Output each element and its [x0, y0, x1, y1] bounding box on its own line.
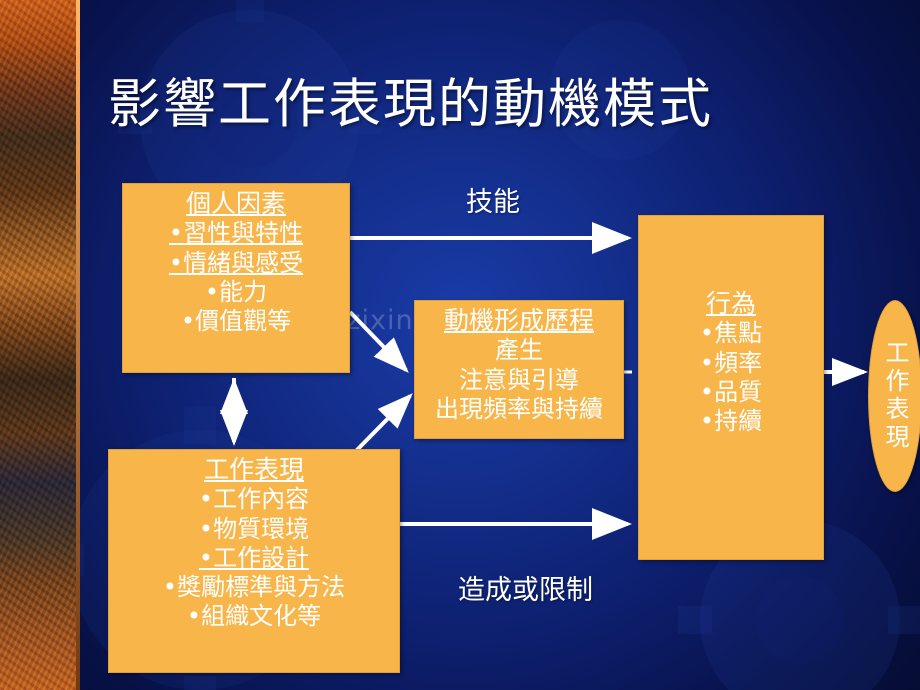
box-job-line-4: •獎勵標準與方法	[162, 573, 346, 602]
arrow-label-cause: 造成或限制	[458, 575, 593, 606]
box-process-header: 動機形成歷程	[443, 306, 594, 335]
box-process-line-3: 出現頻率與持續	[435, 394, 603, 423]
box-job-header: 工作表現	[203, 455, 304, 484]
page-title: 影響工作表現的動機模式	[108, 74, 713, 135]
box-behavior-line-2: •頻率	[699, 348, 763, 377]
box-behavior-header: 行為	[705, 289, 756, 318]
arrow-label-skill: 技能	[466, 187, 520, 218]
box-job-line-2: •物質環境	[198, 514, 310, 543]
box-personal-line-4: •價值觀等	[180, 307, 292, 336]
box-personal-line-1: •習性與特性	[168, 219, 304, 248]
box-job-performance-factors[interactable]: 工作表現 •工作內容 •物質環境 •工作設計 •獎勵標準與方法 •組織文化等	[108, 449, 400, 673]
box-motivation-process[interactable]: 動機形成歷程 產生 注意與引導 出現頻率與持續	[414, 300, 624, 439]
box-behavior-line-3: •品質	[699, 377, 763, 406]
box-job-line-5: •組織文化等	[186, 602, 322, 631]
box-personal-line-2: •情緒與感受	[168, 248, 304, 277]
box-behavior-line-1: •焦點	[699, 319, 763, 348]
box-personal-header: 個人因素	[185, 189, 286, 218]
box-process-line-1: 產生	[495, 336, 543, 365]
box-personal-factors[interactable]: 個人因素 •習性與特性 •情緒與感受 •能力 •價值觀等	[122, 183, 350, 373]
box-behavior[interactable]: 行為 •焦點 •頻率 •品質 •持續	[638, 215, 824, 560]
box-process-line-2: 注意與引導	[459, 365, 579, 394]
ellipse-label: 工作表現	[881, 340, 909, 452]
box-job-line-3: •工作設計	[198, 543, 310, 572]
box-job-line-1: •工作內容	[198, 485, 310, 514]
box-personal-line-3: •能力	[204, 277, 268, 306]
decorative-left-strip	[0, 0, 80, 690]
ellipse-work-performance[interactable]: 工作表現	[868, 300, 920, 492]
box-behavior-line-4: •持續	[699, 407, 763, 436]
